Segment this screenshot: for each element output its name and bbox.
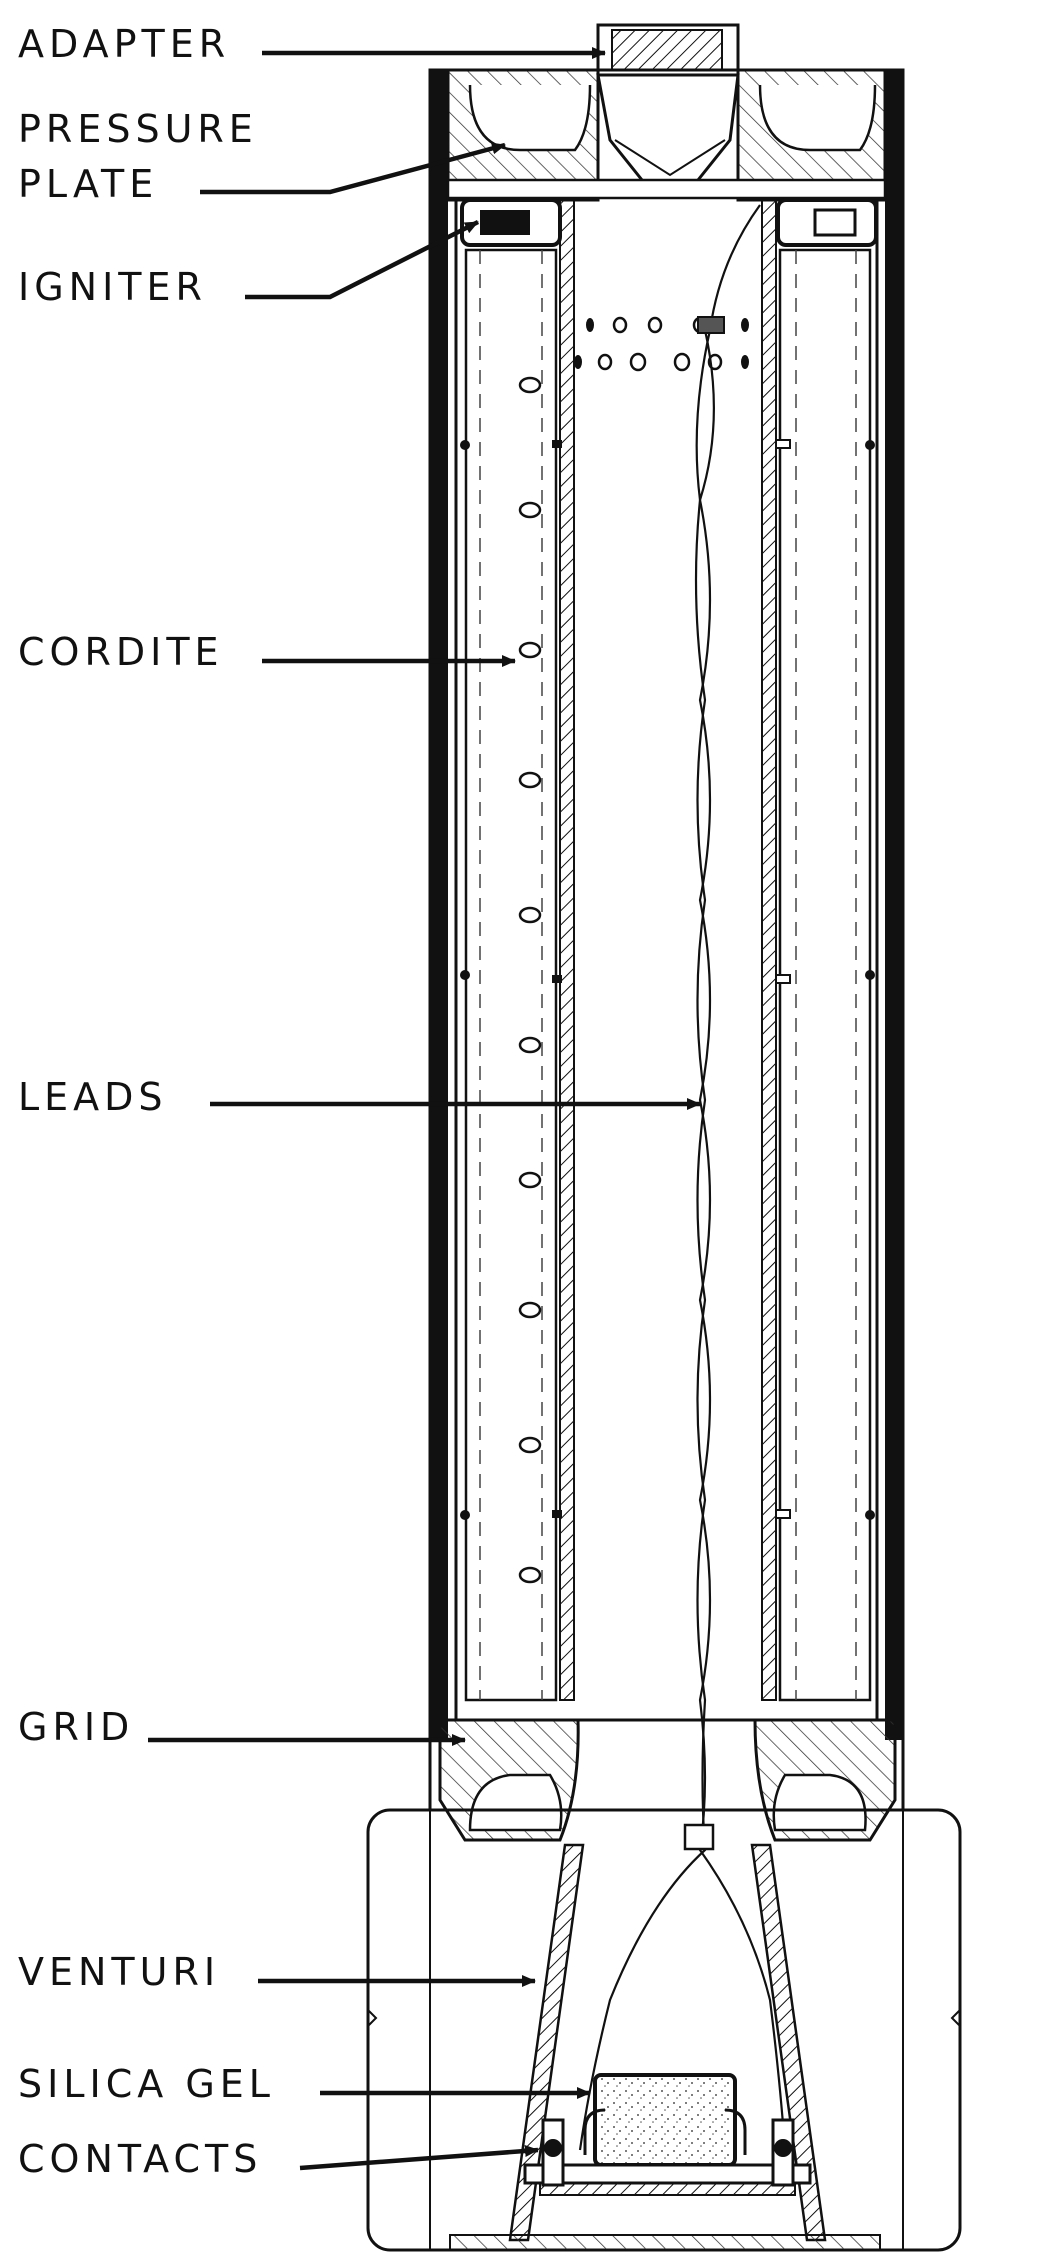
grid bbox=[438, 1718, 897, 1842]
label-venturi: VENTURI bbox=[18, 1950, 220, 1994]
label-grid: GRID bbox=[18, 1705, 134, 1749]
igniter-right bbox=[776, 198, 878, 247]
igniter-left bbox=[460, 198, 562, 247]
labels: ADAPTER PRESSURE PLATE IGNITER CORDITE L… bbox=[18, 22, 275, 2181]
leader-pressure-plate bbox=[200, 142, 506, 195]
inner-tube-walls bbox=[552, 199, 791, 1701]
cordite-charge-left bbox=[460, 248, 558, 1702]
label-silica-gel: SILICA GEL bbox=[18, 2062, 275, 2106]
label-adapter: ADAPTER bbox=[18, 22, 230, 66]
adapter bbox=[596, 23, 740, 192]
motor-case bbox=[428, 68, 905, 1812]
cordite-charge-right bbox=[778, 248, 875, 1702]
contacts bbox=[449, 2118, 881, 2251]
leads-wires bbox=[578, 204, 787, 2151]
pressure-plate bbox=[446, 68, 887, 202]
leader-lines bbox=[148, 47, 701, 2171]
label-pressure-plate-line2: PLATE bbox=[18, 162, 158, 206]
silica-gel-capsule bbox=[583, 2073, 747, 2167]
leader-contacts bbox=[299, 2144, 539, 2171]
label-pressure-plate-line1: PRESSURE bbox=[18, 107, 258, 151]
label-leads: LEADS bbox=[18, 1075, 168, 1119]
leader-igniter bbox=[245, 219, 480, 300]
label-contacts: CONTACTS bbox=[18, 2137, 262, 2181]
label-cordite: CORDITE bbox=[18, 630, 224, 674]
label-igniter: IGNITER bbox=[18, 265, 207, 309]
vent-holes bbox=[574, 316, 749, 372]
